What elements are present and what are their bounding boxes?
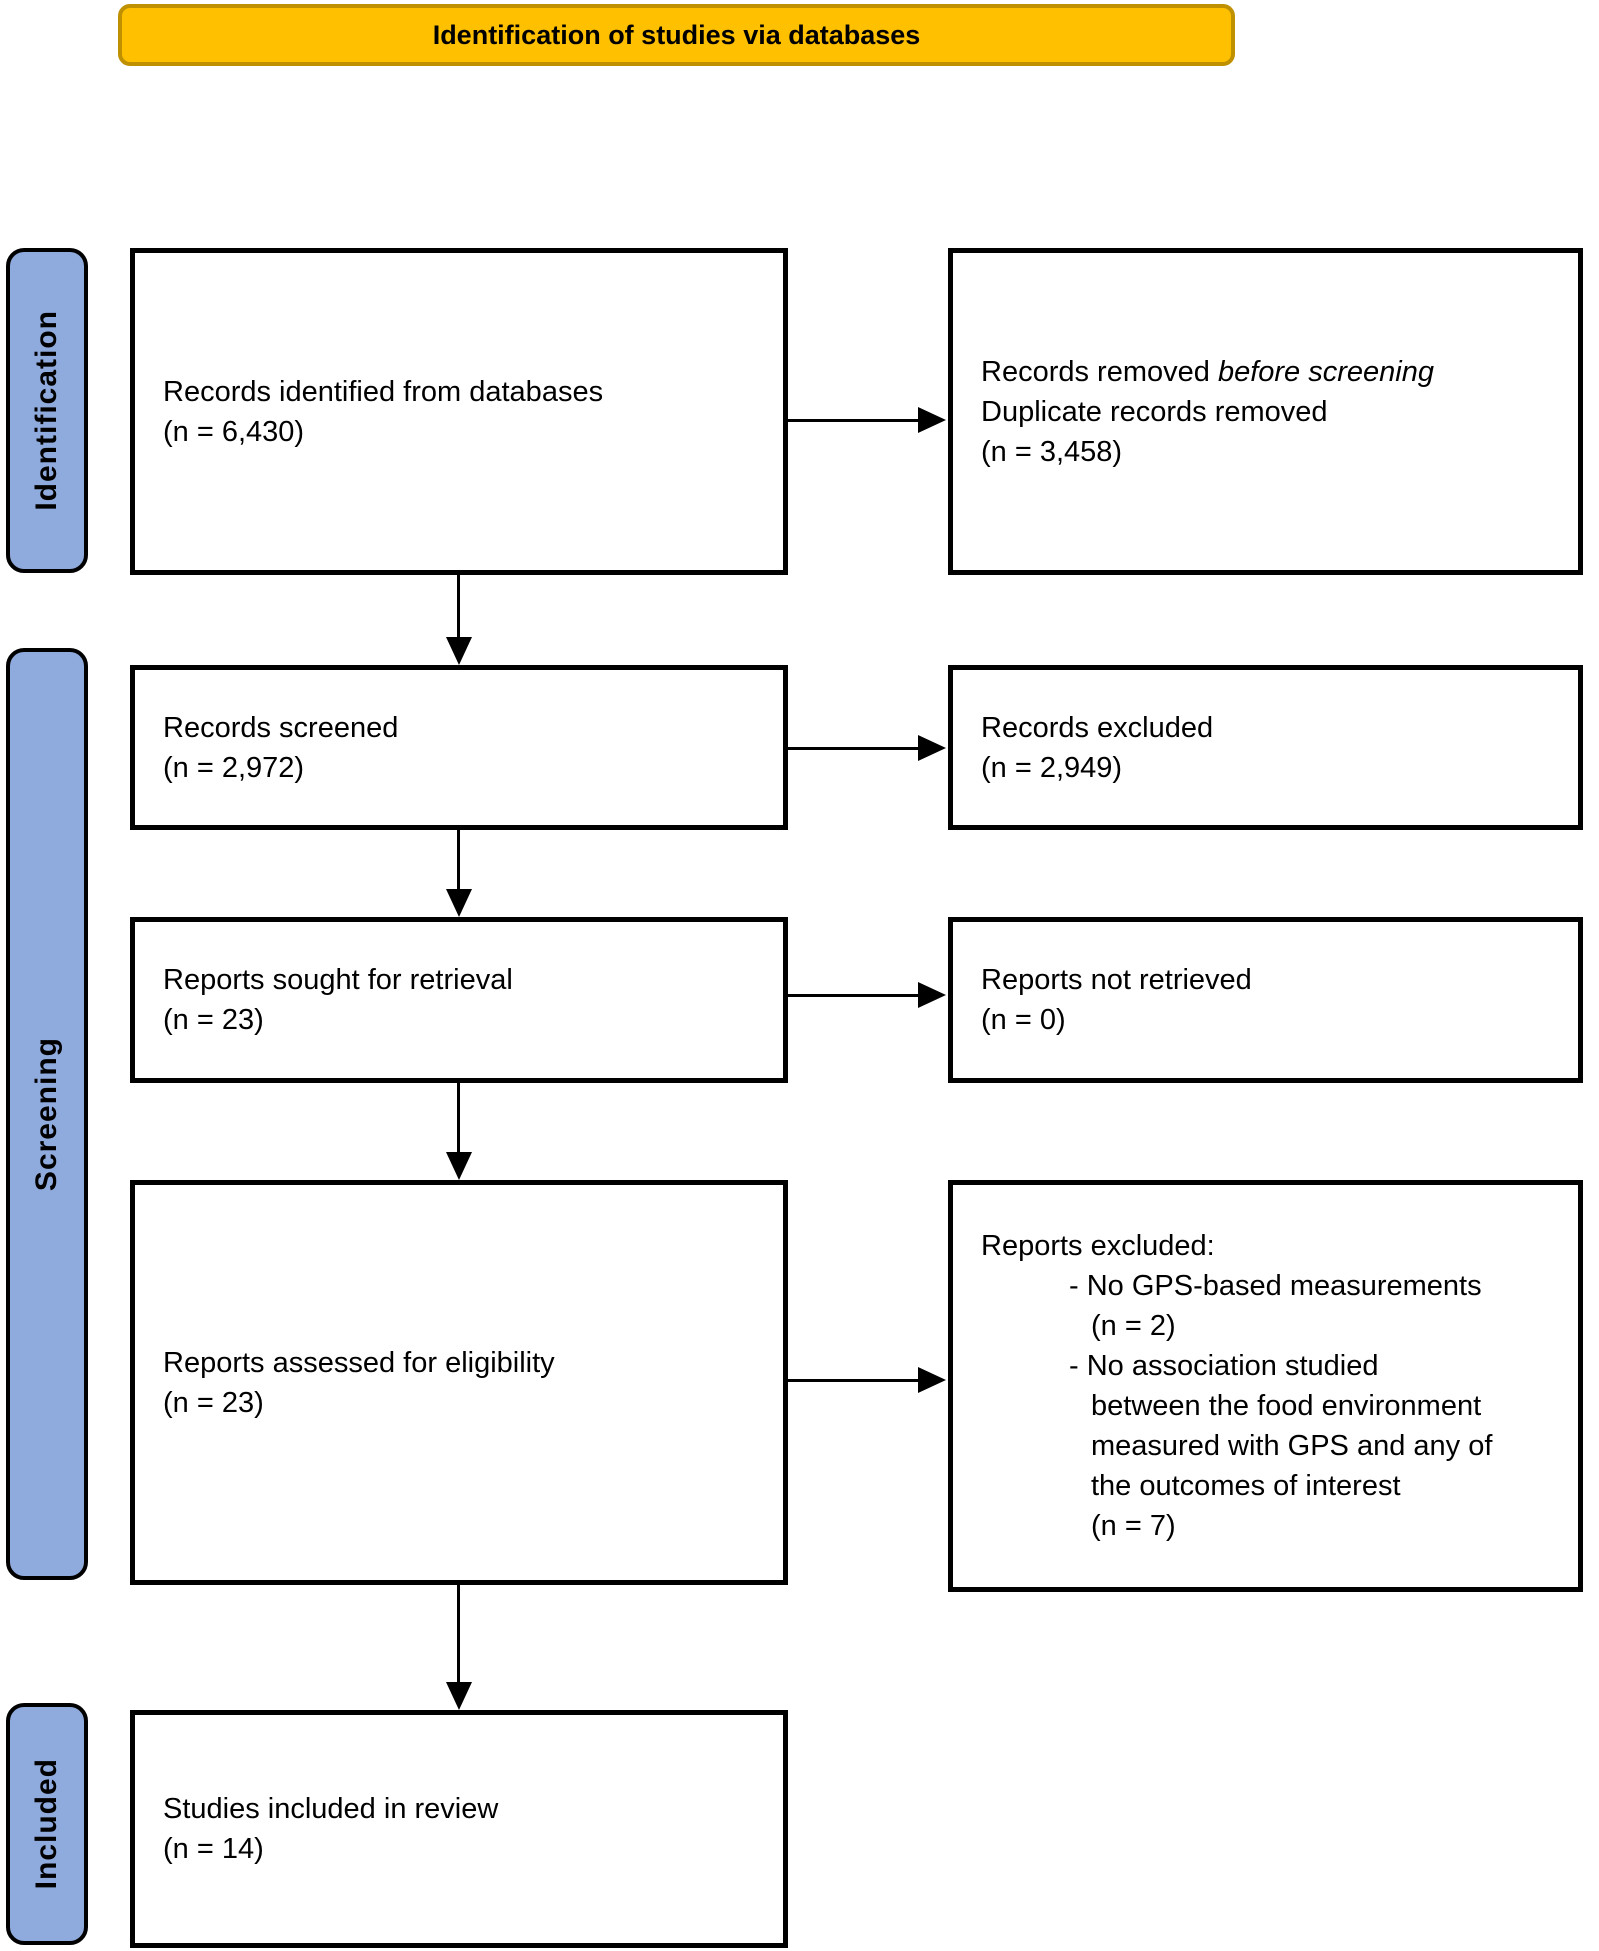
- reports-excluded-item2-cont1: between the food environment: [1091, 1390, 1482, 1422]
- reports-excluded-item1-count: (n = 2): [1091, 1310, 1176, 1342]
- box-records-removed-line2: Duplicate records removed: [981, 395, 1328, 428]
- box-studies-included-count: (n = 14): [163, 1833, 264, 1865]
- box-records-removed: Records removed before screening Duplica…: [948, 248, 1583, 575]
- box-records-identified: Records identified from databases (n = 6…: [130, 248, 788, 575]
- reports-excluded-item2: - No association studied: [1069, 1350, 1379, 1382]
- reports-excluded-item2-cont2: measured with GPS and any of: [1091, 1430, 1493, 1462]
- box-reports-not-retrieved: Reports not retrieved (n = 0): [948, 917, 1583, 1083]
- reports-excluded-item2-cont3: the outcomes of interest: [1091, 1470, 1401, 1502]
- reports-excluded-item1: - No GPS-based measurements: [1069, 1270, 1482, 1302]
- box-studies-included: Studies included in review (n = 14): [130, 1710, 788, 1948]
- stage-label-included-text: Included: [30, 1758, 63, 1890]
- reports-excluded-item2-count: (n = 7): [1091, 1510, 1176, 1542]
- box-reports-sought-count: (n = 23): [163, 1004, 264, 1036]
- stage-label-included: Included: [6, 1703, 88, 1945]
- box-reports-not-retrieved-count: (n = 0): [981, 1004, 1066, 1036]
- box-records-removed-line1: Records removed before screening: [981, 352, 1554, 392]
- box-records-excluded-count: (n = 2,949): [981, 751, 1123, 784]
- box-reports-excluded: Reports excluded: - No GPS-based measure…: [948, 1180, 1583, 1592]
- box-reports-sought-line1: Reports sought for retrieval: [163, 964, 513, 996]
- box-reports-sought: Reports sought for retrieval (n = 23): [130, 917, 788, 1083]
- banner: Identification of studies via databases: [118, 4, 1235, 66]
- box-records-excluded-line1: Records excluded: [981, 711, 1214, 744]
- records-removed-prefix: Records removed: [981, 355, 1218, 388]
- banner-title: Identification of studies via databases: [432, 19, 921, 50]
- stage-label-identification: Identification: [6, 248, 88, 573]
- box-reports-assessed-count: (n = 23): [163, 1386, 264, 1419]
- stage-label-screening: Screening: [6, 648, 88, 1580]
- box-records-identified-line1: Records identified from databases: [163, 375, 604, 408]
- box-records-excluded: Records excluded (n = 2,949): [948, 665, 1583, 830]
- box-records-screened: Records screened (n = 2,972): [130, 665, 788, 830]
- box-reports-not-retrieved-line1: Reports not retrieved: [981, 964, 1252, 996]
- stage-label-identification-text: Identification: [30, 310, 63, 511]
- box-records-identified-count: (n = 6,430): [163, 415, 305, 448]
- box-studies-included-line1: Studies included in review: [163, 1793, 499, 1825]
- stage-label-screening-text: Screening: [30, 1036, 63, 1192]
- box-records-screened-count: (n = 2,972): [163, 751, 305, 784]
- box-records-removed-count: (n = 3,458): [981, 435, 1123, 468]
- box-reports-assessed-line1: Reports assessed for eligibility: [163, 1346, 555, 1379]
- reports-excluded-title: Reports excluded:: [981, 1230, 1215, 1262]
- box-reports-assessed: Reports assessed for eligibility (n = 23…: [130, 1180, 788, 1585]
- box-records-screened-line1: Records screened: [163, 711, 399, 744]
- records-removed-italic: before screening: [1217, 355, 1434, 388]
